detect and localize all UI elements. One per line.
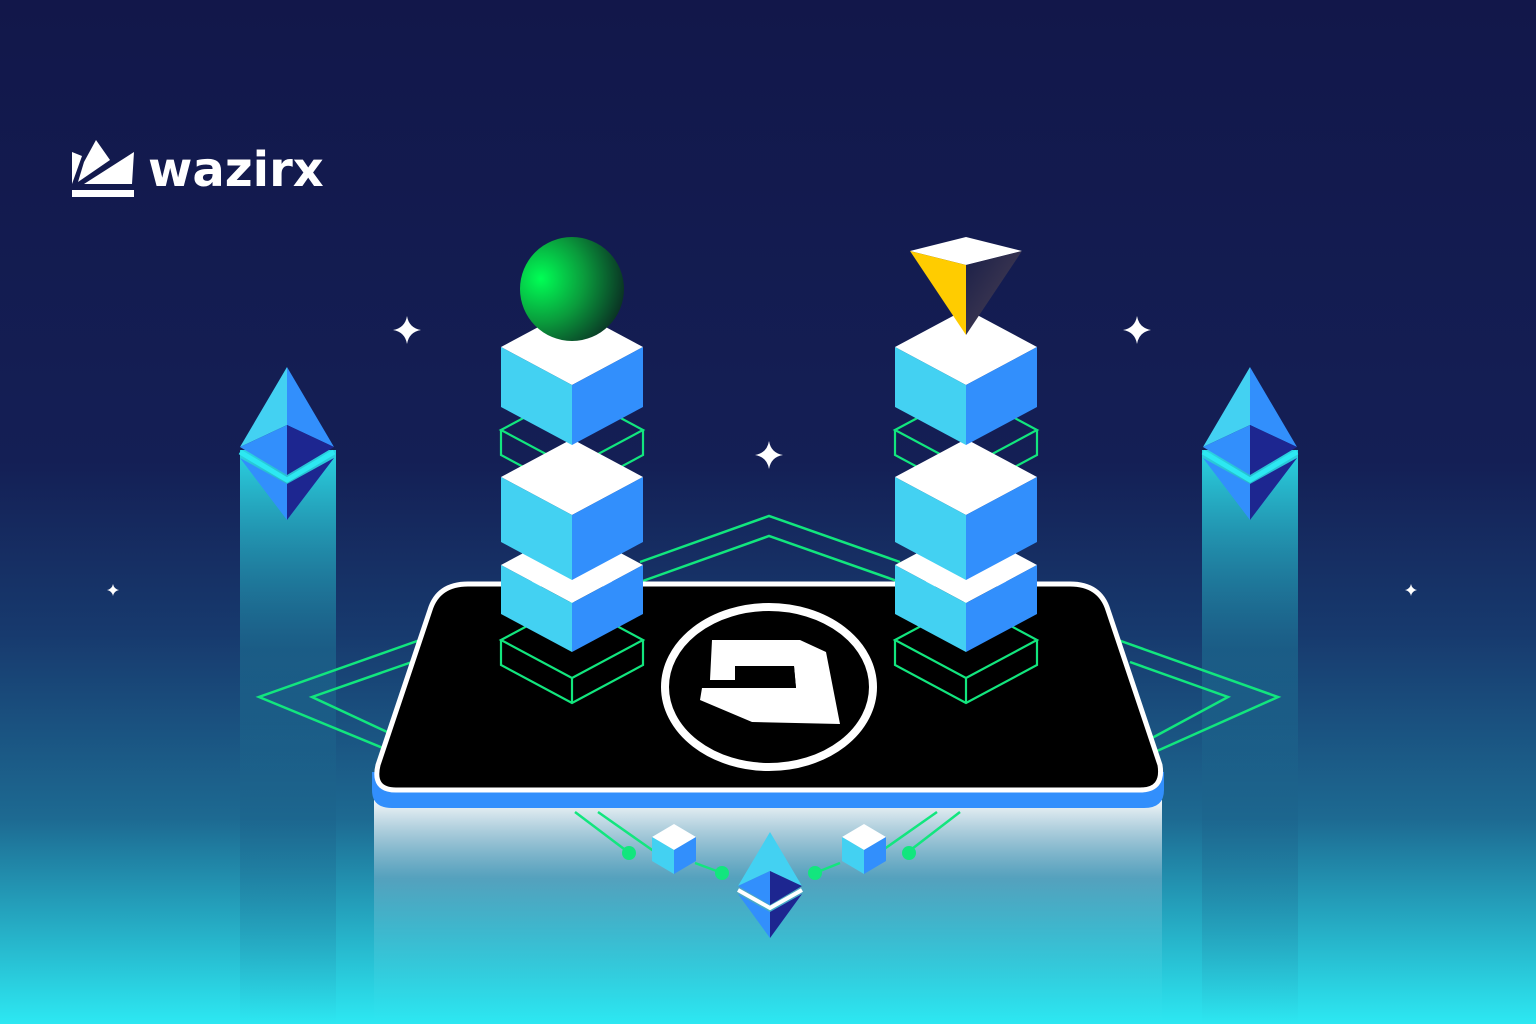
- left-tower: [498, 237, 646, 705]
- sandbox-s-logo-icon: [661, 603, 877, 771]
- right-tower: [892, 237, 1040, 705]
- wazirx-logo: wazirx: [70, 140, 324, 200]
- sparkle-icons: [107, 316, 1417, 596]
- bottom-chain: [622, 824, 916, 938]
- yellow-pyramid: [910, 237, 1022, 335]
- ethereum-icon-right: [1201, 367, 1299, 520]
- crown-icon: [72, 140, 134, 197]
- brand-name: wazirx: [148, 142, 324, 198]
- green-sphere: [520, 237, 624, 341]
- left-beam: [240, 450, 336, 1024]
- ethereum-icon-left: [238, 367, 336, 520]
- ethereum-icon-bottom: [737, 832, 803, 938]
- right-beam: [1202, 450, 1298, 1024]
